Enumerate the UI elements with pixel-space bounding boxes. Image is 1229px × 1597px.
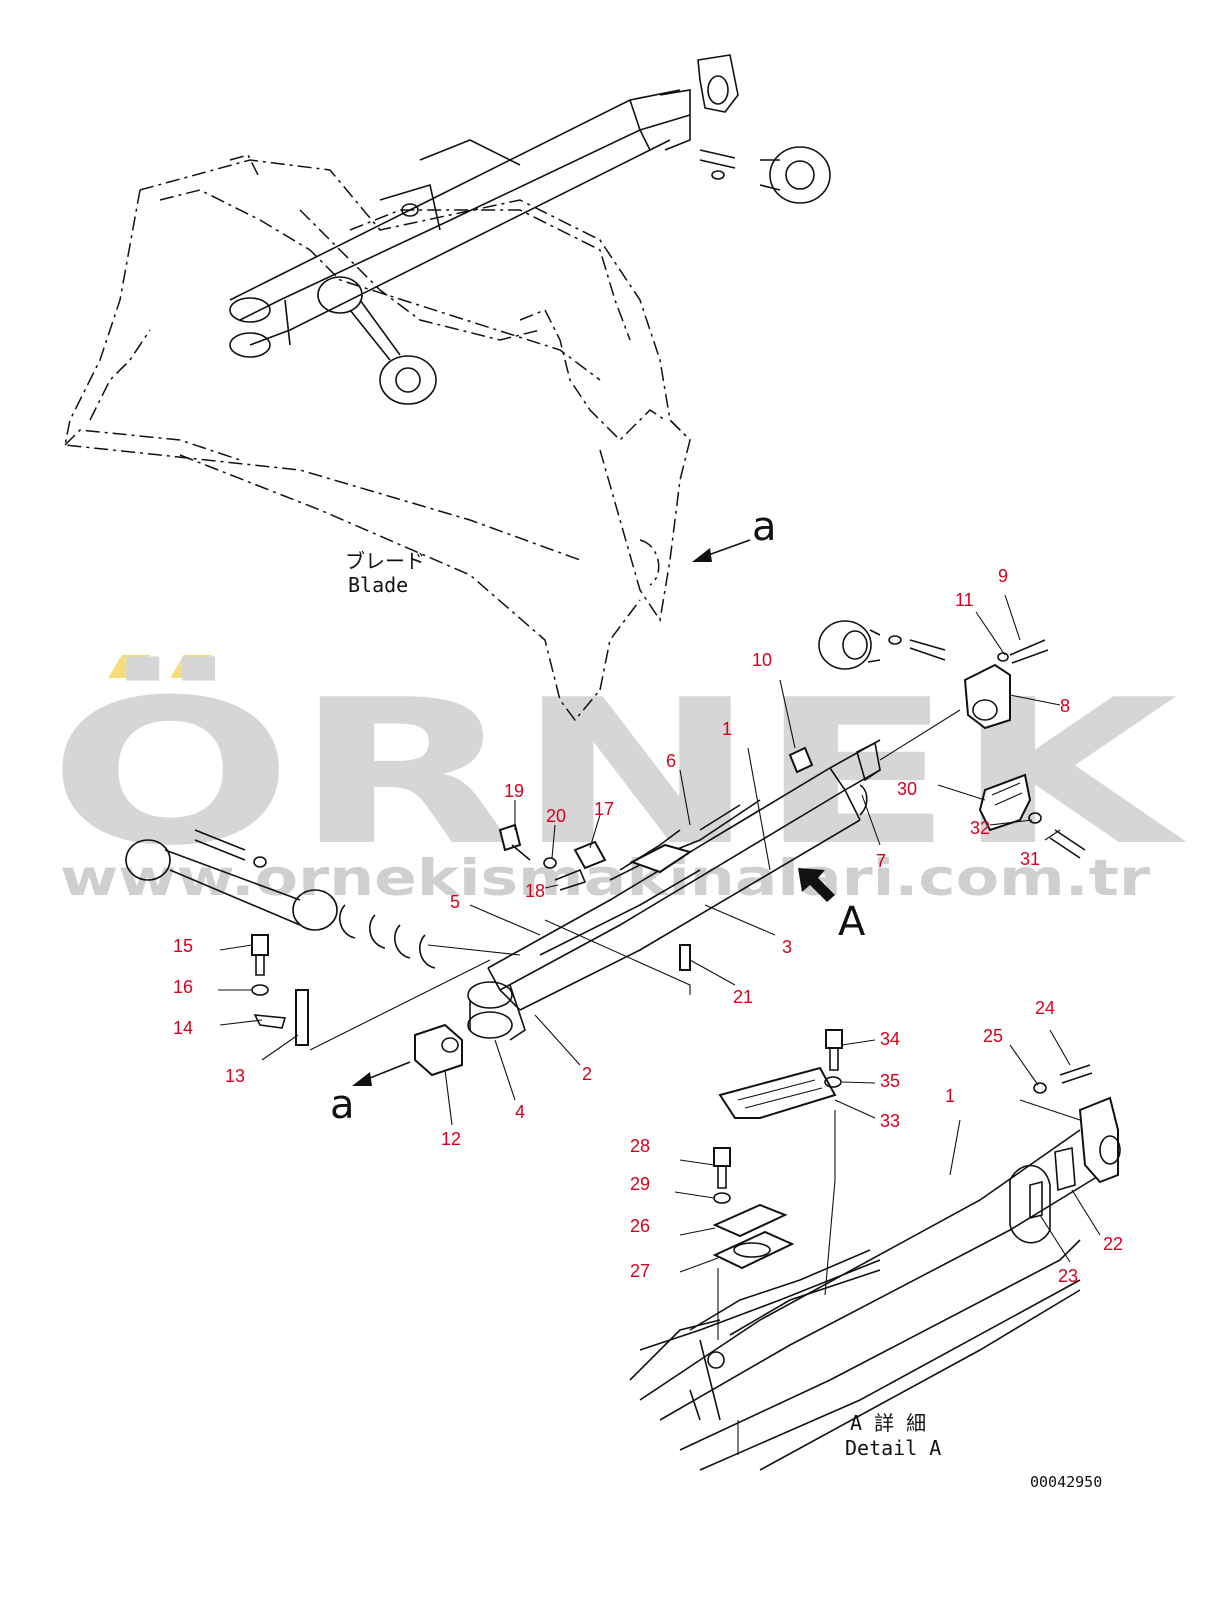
- callout-1-detail: 1: [945, 1086, 955, 1106]
- callout-25: 25: [983, 1026, 1003, 1046]
- arrow-A-head: [798, 868, 835, 902]
- callout-30: 30: [897, 779, 917, 799]
- arrow-a-bottom-head: [352, 1072, 372, 1086]
- detail-a-label-jp: A 詳 細: [850, 1411, 926, 1435]
- callout-14: 14: [173, 1018, 193, 1038]
- callout-18: 18: [525, 881, 545, 901]
- callout-31: 31: [1020, 849, 1040, 869]
- upper-frame-assembly: [229, 54, 831, 405]
- callout-11: 11: [955, 590, 974, 610]
- left-hardware: [125, 823, 691, 1077]
- blade-label-jp: ブレード: [345, 549, 425, 573]
- callout-16: 16: [173, 977, 193, 997]
- callout-23: 23: [1058, 1266, 1078, 1286]
- callout-15: 15: [173, 936, 193, 956]
- callout-2: 2: [582, 1064, 592, 1084]
- view-A-label: A: [838, 899, 866, 945]
- callout-19: 19: [504, 781, 524, 801]
- callout-7: 7: [876, 851, 886, 871]
- callout-20: 20: [546, 806, 566, 826]
- blade-label-en: Blade: [348, 573, 408, 597]
- view-arrow-a-top: a: [752, 504, 777, 550]
- callout-22: 22: [1103, 1234, 1123, 1254]
- callout-5: 5: [450, 892, 460, 912]
- callout-13: 13: [225, 1066, 245, 1086]
- callout-8: 8: [1060, 696, 1070, 716]
- drawing-number: 00042950: [1030, 1473, 1102, 1491]
- callout-33: 33: [880, 1111, 900, 1131]
- view-arrows: [352, 539, 835, 1086]
- callout-6: 6: [666, 751, 676, 771]
- callout-24: 24: [1035, 998, 1055, 1018]
- callout-17: 17: [594, 799, 614, 819]
- callout-32: 32: [970, 818, 990, 838]
- detail-a-assembly: [629, 1029, 1121, 1471]
- callout-34: 34: [880, 1029, 900, 1049]
- callout-29: 29: [630, 1174, 650, 1194]
- arrow-a-top-head: [692, 548, 712, 562]
- callout-1: 1: [722, 719, 732, 739]
- callout-9: 9: [998, 566, 1008, 586]
- callout-12: 12: [441, 1129, 461, 1149]
- callout-26: 26: [630, 1216, 650, 1236]
- callout-27: 27: [630, 1261, 650, 1281]
- callouts: 1 2 3 4 5 6 7 8 9 10 11 12 13 14 15 16 1…: [173, 566, 1123, 1286]
- callout-28: 28: [630, 1136, 650, 1156]
- view-arrow-a-bottom: a: [330, 1082, 355, 1128]
- watermark-accent-right: [170, 655, 212, 678]
- main-arm-assembly: [467, 709, 961, 1041]
- blade-outline: [64, 154, 691, 722]
- watermark-url: www.ornekismakinalari.com.tr: [60, 849, 1150, 907]
- callout-3: 3: [782, 937, 792, 957]
- detail-a-label-en: Detail A: [845, 1436, 941, 1460]
- callout-21: 21: [733, 987, 753, 1007]
- right-hardware: [788, 620, 1086, 859]
- watermark-accent-left: [108, 655, 150, 678]
- callout-10: 10: [752, 650, 772, 670]
- callout-4: 4: [515, 1102, 525, 1122]
- leader-lines: [218, 594, 1101, 1273]
- callout-35: 35: [880, 1071, 900, 1091]
